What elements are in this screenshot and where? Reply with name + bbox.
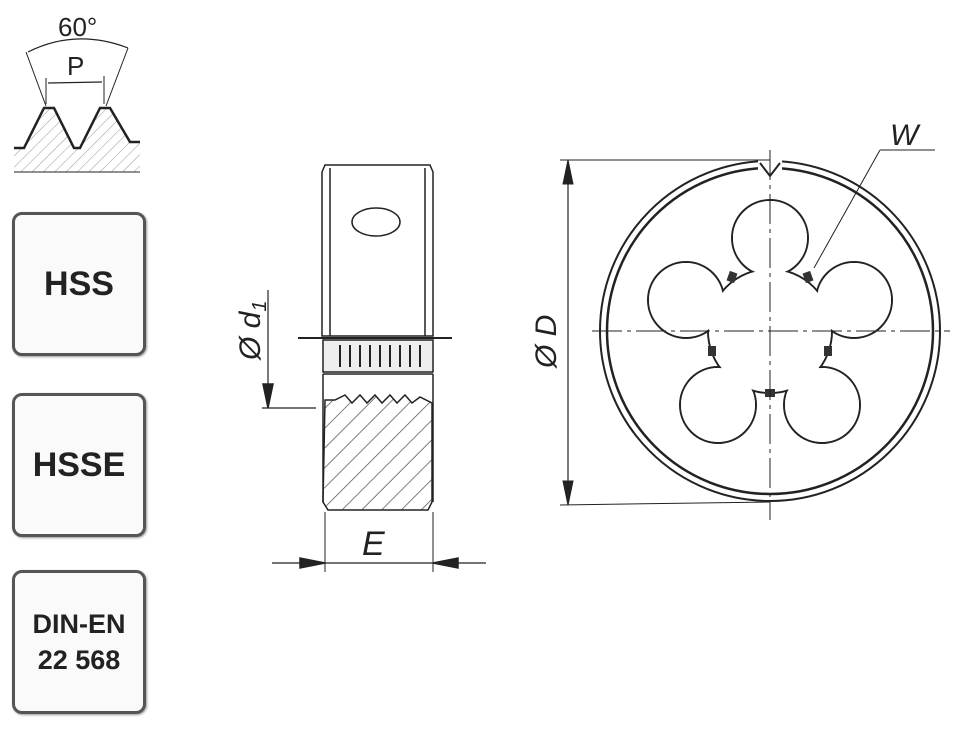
thread-profile bbox=[14, 38, 140, 173]
svg-text:Ø d1: Ø d1 bbox=[234, 301, 271, 362]
die-side-view bbox=[262, 164, 486, 572]
d1-label: Ø d1 bbox=[234, 301, 271, 362]
angle-label: 60° bbox=[58, 12, 97, 42]
badge-hsse-label: HSSE bbox=[32, 445, 126, 484]
badge-din-en-line1: DIN-EN bbox=[32, 609, 126, 639]
width-label: E bbox=[362, 525, 385, 563]
badge-hsse: HSSE bbox=[12, 393, 146, 537]
die-front-view bbox=[559, 149, 950, 520]
badge-din-en-line2: 22 568 bbox=[37, 645, 121, 675]
pitch-label: P bbox=[67, 51, 84, 81]
slot-label: W bbox=[890, 119, 921, 152]
badge-hss-label: HSS bbox=[44, 264, 114, 303]
badge-hss: HSS bbox=[12, 212, 146, 356]
badge-din-en: DIN-EN 22 568 bbox=[12, 570, 146, 714]
diameter-D-label: Ø D bbox=[530, 315, 563, 369]
svg-text:Ø D: Ø D bbox=[530, 315, 563, 369]
